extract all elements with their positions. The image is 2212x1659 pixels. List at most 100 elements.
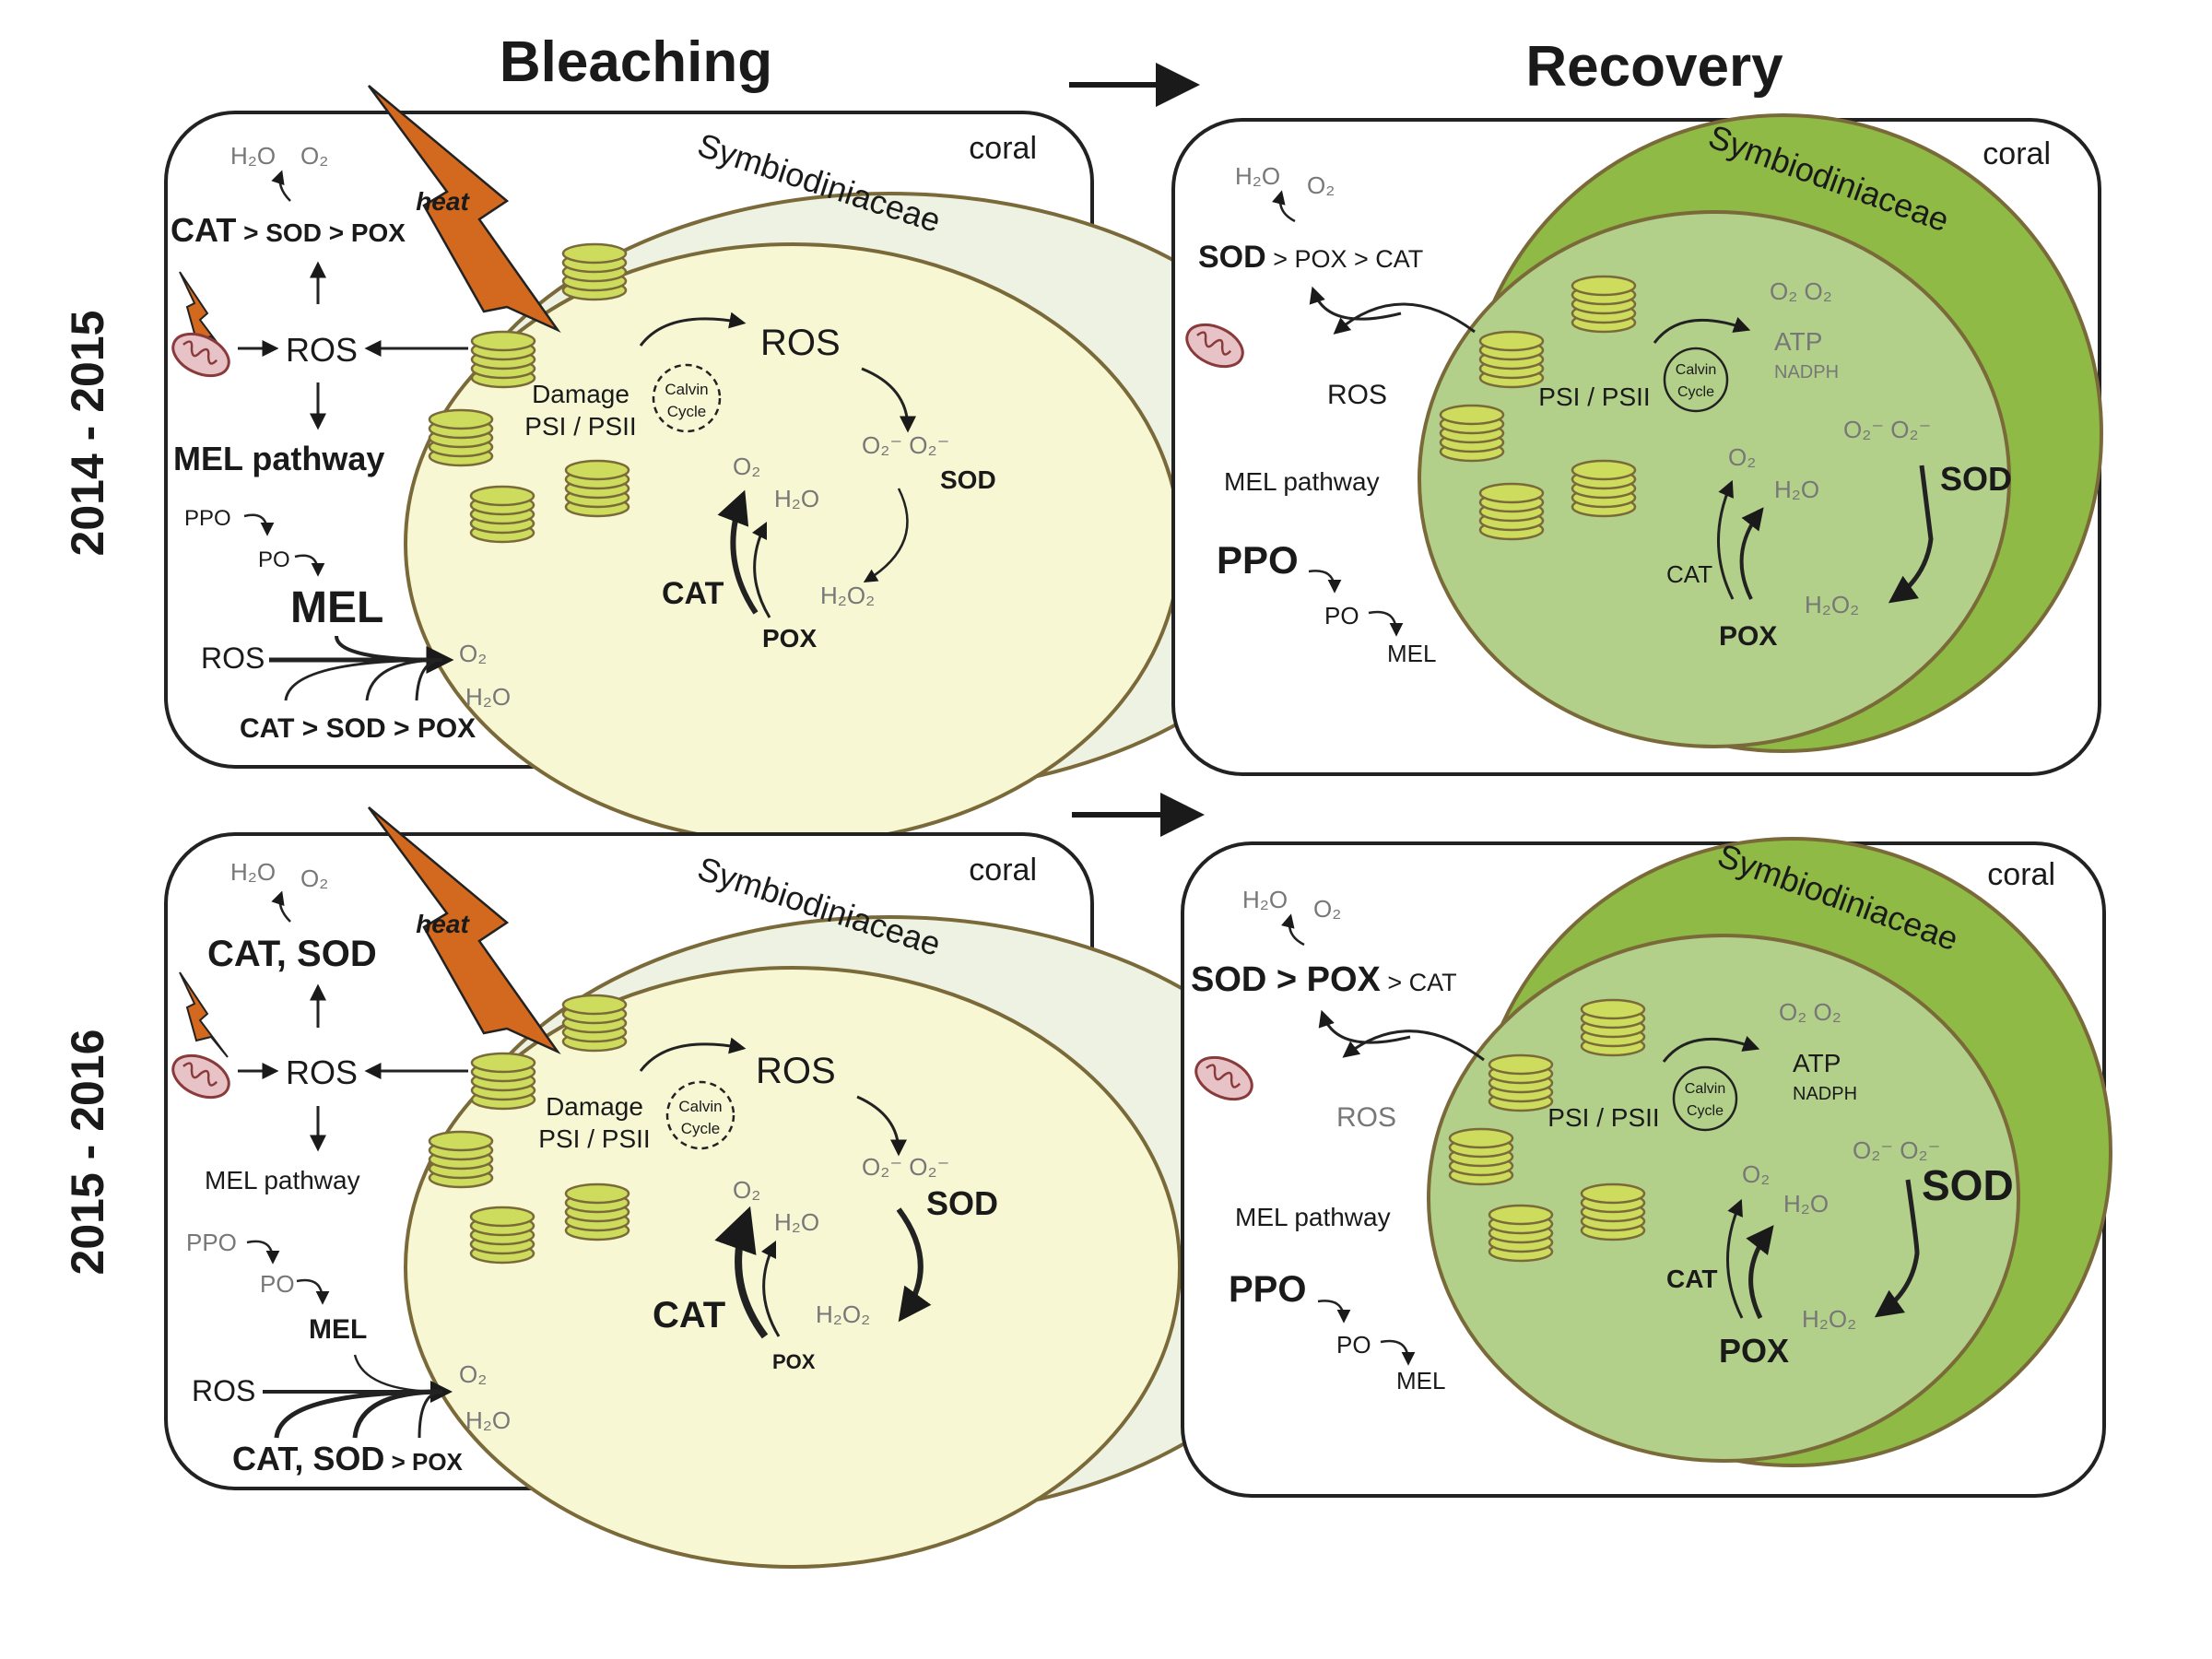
h2o-top: H₂O — [1235, 162, 1280, 190]
po-label: PO — [1336, 1331, 1371, 1359]
coral-label: coral — [969, 853, 1037, 888]
bleaching-heading: Bleaching — [500, 30, 772, 94]
o2-top: O₂ — [300, 865, 328, 892]
cat-label: CAT — [653, 1295, 725, 1335]
h2o-cell: H₂O — [1774, 476, 1819, 503]
chloroplast — [1418, 210, 2011, 748]
h2o-cell: H₂O — [1783, 1190, 1829, 1218]
svg-text:Calvin: Calvin — [1676, 362, 1716, 378]
ros-left: ROS — [1336, 1102, 1396, 1133]
coral-label: coral — [1987, 857, 2055, 892]
pox-label: POX — [772, 1350, 816, 1373]
mel-pathway: MEL pathway — [173, 440, 384, 477]
ppo-label: PPO — [1229, 1269, 1306, 1310]
mel-label: MEL — [1396, 1367, 1445, 1394]
po-label: PO — [260, 1270, 295, 1298]
heat-label: heat — [416, 187, 470, 216]
cat-label: CAT — [1666, 1265, 1717, 1293]
panel-recovery-2015: coral Symbiodiniaceae H₂O O₂ SOD > POX >… — [1181, 836, 2112, 1498]
ros-cell: ROS — [760, 323, 841, 363]
h2o-top: H₂O — [1242, 886, 1288, 913]
o2-top: O₂ — [300, 142, 328, 170]
superoxide-label: O₂⁻ O₂⁻ — [1843, 416, 1931, 443]
nadph-label: NADPH — [1774, 362, 1839, 382]
sod-label: SOD — [1940, 460, 2012, 498]
ros-left: ROS — [1327, 380, 1387, 410]
h2o2-label: H₂O₂ — [1802, 1305, 1856, 1333]
svg-text:Cycle: Cycle — [681, 1120, 721, 1137]
sod-label: SOD — [926, 1184, 998, 1222]
superoxide-label: O₂⁻ O₂⁻ — [862, 1153, 949, 1181]
damage-label: Damage — [546, 1092, 643, 1121]
svg-text:Calvin: Calvin — [678, 1098, 722, 1115]
cat-label: CAT — [1666, 560, 1712, 588]
o2-cell: O₂ — [1742, 1160, 1770, 1188]
ros-left: ROS — [286, 331, 358, 369]
h2o-top: H₂O — [230, 858, 276, 886]
heat-label: heat — [416, 910, 470, 938]
psi-label: PSI / PSII — [1538, 382, 1650, 411]
pox-label: POX — [1719, 621, 1777, 652]
mel-label: MEL — [309, 1314, 367, 1345]
calvin-cycle-icon: Calvin Cycle — [1672, 1065, 1738, 1132]
po-label: PO — [1324, 602, 1359, 629]
svg-text:Calvin: Calvin — [665, 381, 708, 398]
mel-pathway: MEL pathway — [1224, 467, 1380, 496]
superoxide-label: O₂⁻ O₂⁻ — [862, 431, 949, 459]
ppo-label: PPO — [186, 1229, 237, 1256]
psi-label: PSI / PSII — [1547, 1103, 1659, 1132]
enzyme-order-top: CAT, SOD — [207, 934, 377, 974]
o2-pair: O₂ O₂ — [1779, 998, 1841, 1026]
h2o-cell: H₂O — [774, 485, 819, 512]
enzyme-order-top: CAT > SOD > POX — [171, 211, 406, 249]
ppo-label: PPO — [1217, 538, 1299, 582]
h2o-bottom: H₂O — [465, 683, 511, 711]
o2-top: O₂ — [1313, 895, 1341, 923]
damage-label: Damage — [532, 380, 629, 408]
year-label-top: 2014 - 2015 — [62, 311, 113, 557]
panel-bleaching-2015: coral Symbiodiniaceae heat H₂O O₂ CAT, S… — [164, 806, 1343, 1569]
mel-label: MEL — [1387, 640, 1436, 667]
atp-label: ATP — [1774, 327, 1822, 356]
calvin-cycle-icon: Calvin Cycle — [1663, 347, 1729, 413]
ros-bottom: ROS — [192, 1374, 255, 1407]
recovery-heading: Recovery — [1525, 35, 1783, 99]
h2o-top: H₂O — [230, 142, 276, 170]
enzyme-order-bottom: CAT > SOD > POX — [240, 713, 476, 744]
h2o2-label: H₂O₂ — [1805, 591, 1859, 618]
chloroplast — [404, 966, 1182, 1569]
psi-label: PSI / PSII — [524, 412, 636, 441]
mel-pathway: MEL pathway — [205, 1166, 360, 1194]
o2-top: O₂ — [1307, 171, 1335, 199]
pox-label: POX — [762, 624, 817, 653]
atp-label: ATP — [1793, 1049, 1841, 1077]
mel-pathway: MEL pathway — [1235, 1203, 1391, 1231]
svg-text:Calvin: Calvin — [1685, 1081, 1725, 1097]
o2-cell: O₂ — [733, 1176, 760, 1204]
panel-bleaching-2014: coral Symbiodiniaceae heat H₂O O₂ CAT > … — [164, 84, 1343, 845]
panel-recovery-2014: coral Symbiodiniaceae H₂O O₂ SOD > POX >… — [1171, 113, 2103, 776]
enzyme-order-top: SOD > POX > CAT — [1198, 240, 1423, 275]
superoxide-label: O₂⁻ O₂⁻ — [1853, 1136, 1940, 1164]
sod-label: SOD — [940, 465, 996, 494]
nadph-label: NADPH — [1793, 1084, 1857, 1104]
h2o-cell: H₂O — [774, 1208, 819, 1236]
enzyme-order-top: SOD > POX > CAT — [1191, 960, 1457, 999]
ros-left: ROS — [286, 1053, 358, 1091]
mel-label: MEL — [290, 583, 383, 632]
ros-bottom: ROS — [201, 641, 265, 675]
cat-label: CAT — [662, 576, 724, 611]
coral-label: coral — [969, 131, 1037, 166]
ros-cell: ROS — [756, 1051, 836, 1091]
svg-text:Cycle: Cycle — [1687, 1103, 1724, 1119]
calvin-cycle-icon: Calvin Cycle — [665, 1080, 735, 1150]
chloroplast — [1427, 934, 2020, 1463]
calvin-cycle-icon: Calvin Cycle — [652, 363, 722, 433]
enzyme-order-bottom: CAT, SOD > POX — [232, 1440, 464, 1477]
o2-cell: O₂ — [1728, 443, 1756, 471]
sod-label: SOD — [1922, 1161, 2014, 1209]
h2o2-label: H₂O₂ — [820, 582, 875, 609]
o2-bottom: O₂ — [459, 640, 487, 667]
svg-text:Cycle: Cycle — [667, 403, 707, 420]
o2-cell: O₂ — [733, 453, 760, 480]
